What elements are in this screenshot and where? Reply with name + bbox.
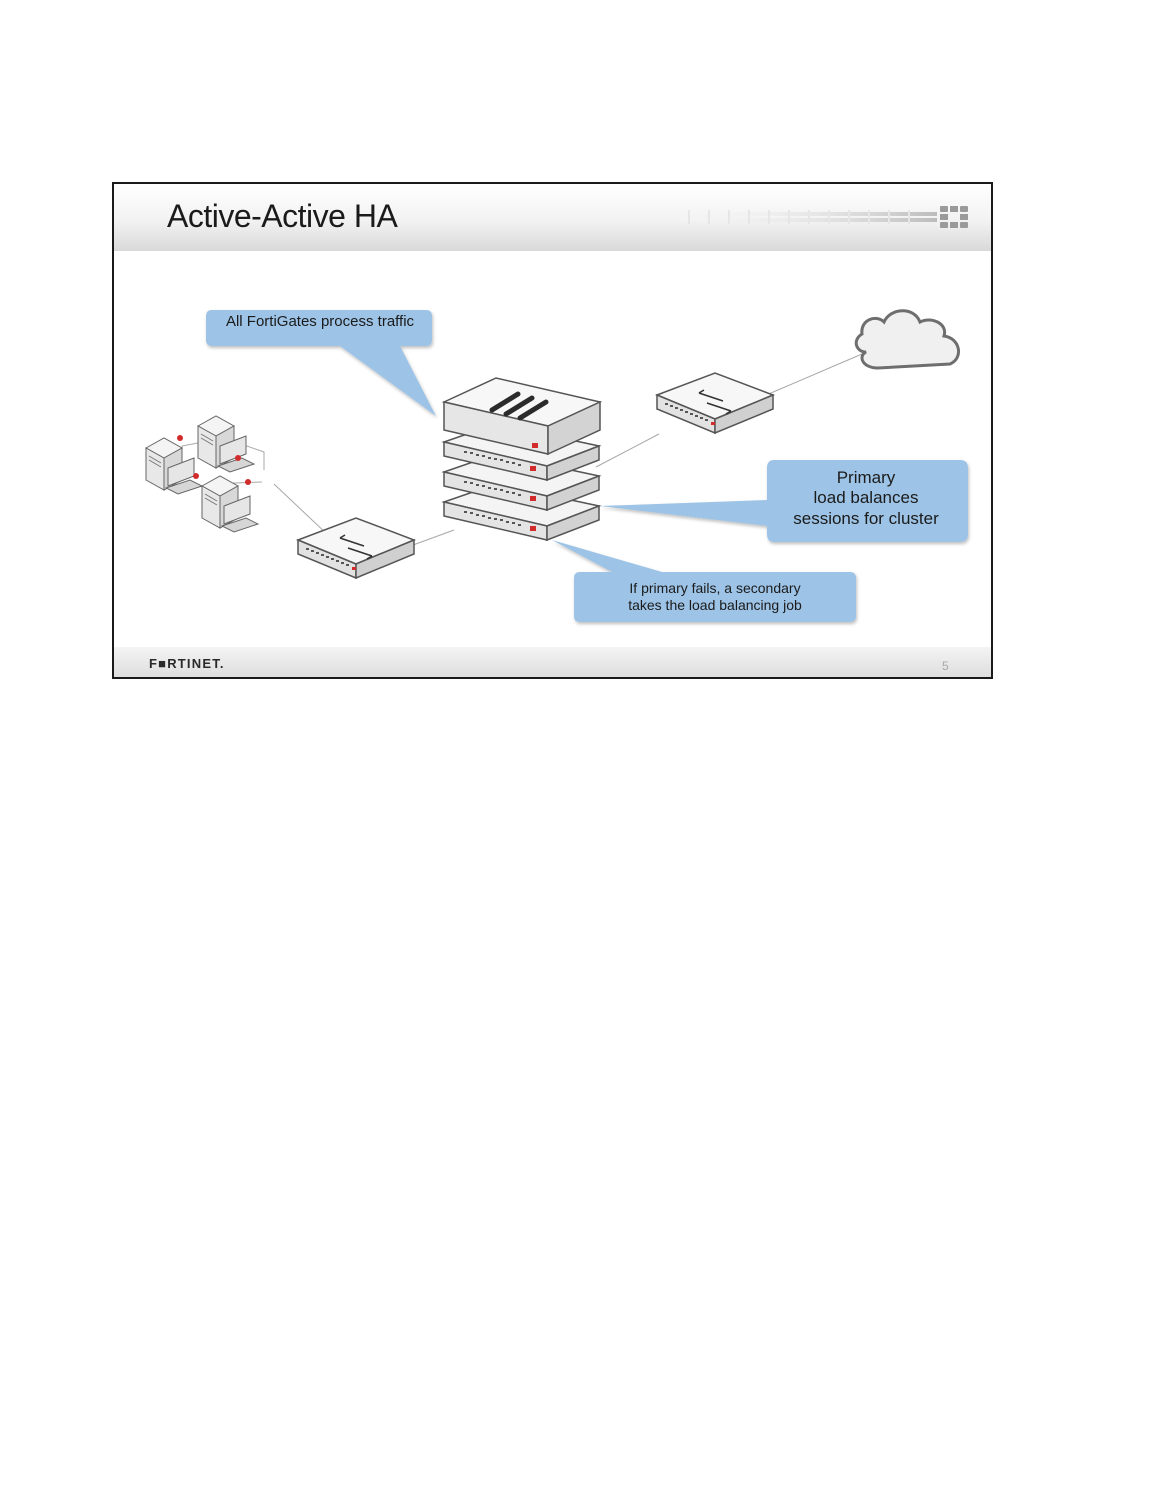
network-diagram: [145, 309, 968, 622]
slide-title: Active-Active HA: [167, 198, 398, 234]
switch-icon: [656, 372, 774, 434]
callout-primary: [600, 460, 968, 542]
callout-failover-line: takes the load balancing job: [628, 596, 802, 613]
callout-all-fortigates: [206, 310, 436, 416]
pc-icon: [145, 437, 203, 495]
decorative-dots-strip: [669, 210, 937, 224]
title-bar: Active-Active HA: [114, 184, 991, 251]
slide: Active-Active HA: [112, 182, 993, 679]
page-number: 5: [942, 659, 949, 673]
fortigate-cluster: [441, 377, 603, 541]
callout-failover: [552, 540, 856, 622]
cloud-icon: [854, 309, 960, 370]
callout-primary-line: load balances: [813, 488, 919, 508]
pc-icon: [197, 415, 255, 473]
callout-failover-line: If primary fails, a secondary: [629, 580, 801, 596]
link-dots: [177, 435, 251, 485]
callout-all-fortigates-text: All FortiGates process traffic: [225, 313, 415, 330]
fortigate-icon: [441, 377, 603, 456]
callout-failover-text: If primary fails, a secondary takes the …: [576, 580, 854, 614]
fortinet-logo: F■RTINET.: [149, 656, 225, 671]
callout-primary-line: Primary: [836, 468, 896, 487]
footer-bar: F■RTINET. 5: [114, 647, 991, 677]
callout-primary-text: Primary load balances sessions for clust…: [765, 468, 967, 529]
network-links: [181, 353, 863, 553]
callout-primary-line: sessions for cluster: [793, 508, 939, 528]
fortinet-icon: [940, 206, 968, 228]
switch-icon: [297, 517, 415, 579]
